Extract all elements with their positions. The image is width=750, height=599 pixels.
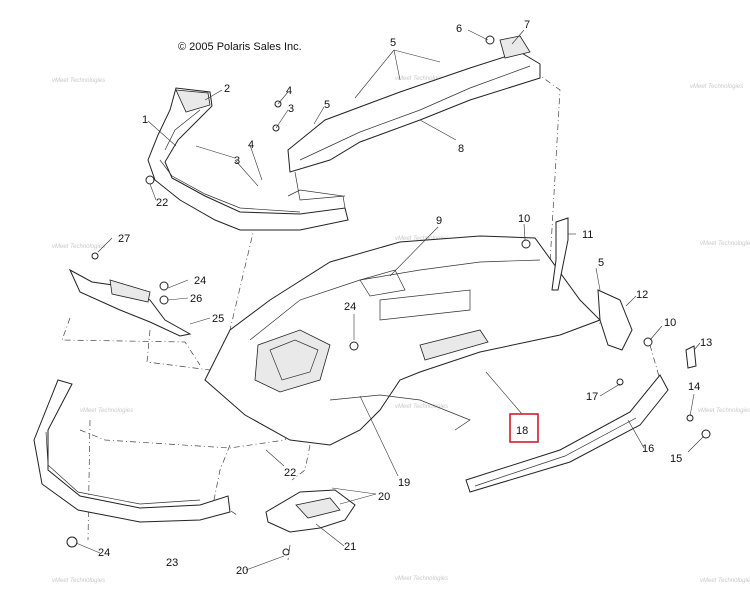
callout-1: 1 [142, 114, 148, 126]
nose-pan [204, 235, 601, 446]
watermark: vMeet Technologies [700, 578, 750, 584]
copyright-text: © 2005 Polaris Sales Inc. [178, 41, 302, 53]
callout-24: 24 [98, 547, 110, 559]
callout-12: 12 [636, 289, 648, 301]
callout-17: 17 [586, 391, 598, 403]
callout-5: 5 [390, 37, 396, 49]
callout-6: 6 [456, 23, 462, 35]
callout-15: 15 [670, 453, 682, 465]
callout-25: 25 [212, 313, 224, 325]
callout-5: 5 [324, 99, 330, 111]
callout-26: 26 [190, 293, 202, 305]
callout-22: 22 [284, 467, 296, 479]
watermark: vMeet Technologies [690, 84, 743, 90]
callout-2: 2 [224, 83, 230, 95]
watermark: vMeet Technologies [52, 244, 105, 250]
callout-20: 20 [236, 565, 248, 577]
callout-27: 27 [118, 233, 130, 245]
latch [551, 217, 569, 291]
callout-10: 10 [518, 213, 530, 225]
callout-21: 21 [344, 541, 356, 553]
callout-7: 7 [524, 19, 530, 31]
callout-14: 14 [688, 381, 700, 393]
watermark: vMeet Technologies [700, 241, 750, 247]
left-lower-bumper [33, 379, 231, 523]
watermark: vMeet Technologies [698, 408, 750, 414]
right-bumper-bar [465, 374, 669, 493]
callout-labels: 1 2 3 3 4 4 5 5 5 6 7 8 9 10 10 11 12 13… [98, 19, 712, 577]
callout-24: 24 [194, 275, 206, 287]
callout-4: 4 [248, 139, 254, 151]
watermark: vMeet Technologies [52, 578, 105, 584]
callout-11: 11 [582, 229, 593, 241]
callout-13: 13 [700, 337, 712, 349]
callout-4: 4 [286, 85, 292, 97]
callout-20: 20 [378, 491, 390, 503]
callout-19: 19 [398, 477, 410, 489]
callout-23: 23 [166, 557, 178, 569]
watermark: vMeet Technologies [395, 576, 448, 582]
watermark: vMeet Technologies [395, 404, 448, 410]
watermarks: vMeet Technologies vMeet Technologies vM… [52, 76, 750, 584]
watermark: vMeet Technologies [80, 408, 133, 414]
callout-9: 9 [436, 215, 442, 227]
callout-8: 8 [458, 143, 464, 155]
callout-18: 18 [516, 425, 528, 437]
callout-3: 3 [234, 155, 240, 167]
callout-3: 3 [288, 103, 294, 115]
skid-plate [265, 489, 356, 533]
callout-10: 10 [664, 317, 676, 329]
right-bracket [597, 289, 633, 351]
callout-24: 24 [344, 301, 356, 313]
highlight-box [509, 413, 539, 443]
watermark: vMeet Technologies [395, 236, 448, 242]
callout-5: 5 [598, 257, 604, 269]
left-front-bracket [147, 87, 349, 231]
callout-22: 22 [156, 197, 168, 209]
watermark: vMeet Technologies [395, 76, 448, 82]
watermark: vMeet Technologies [52, 78, 105, 84]
upper-brace [287, 35, 541, 201]
leader-lines [75, 29, 705, 571]
callout-16: 16 [642, 443, 654, 455]
left-upper-bracket [68, 268, 192, 337]
